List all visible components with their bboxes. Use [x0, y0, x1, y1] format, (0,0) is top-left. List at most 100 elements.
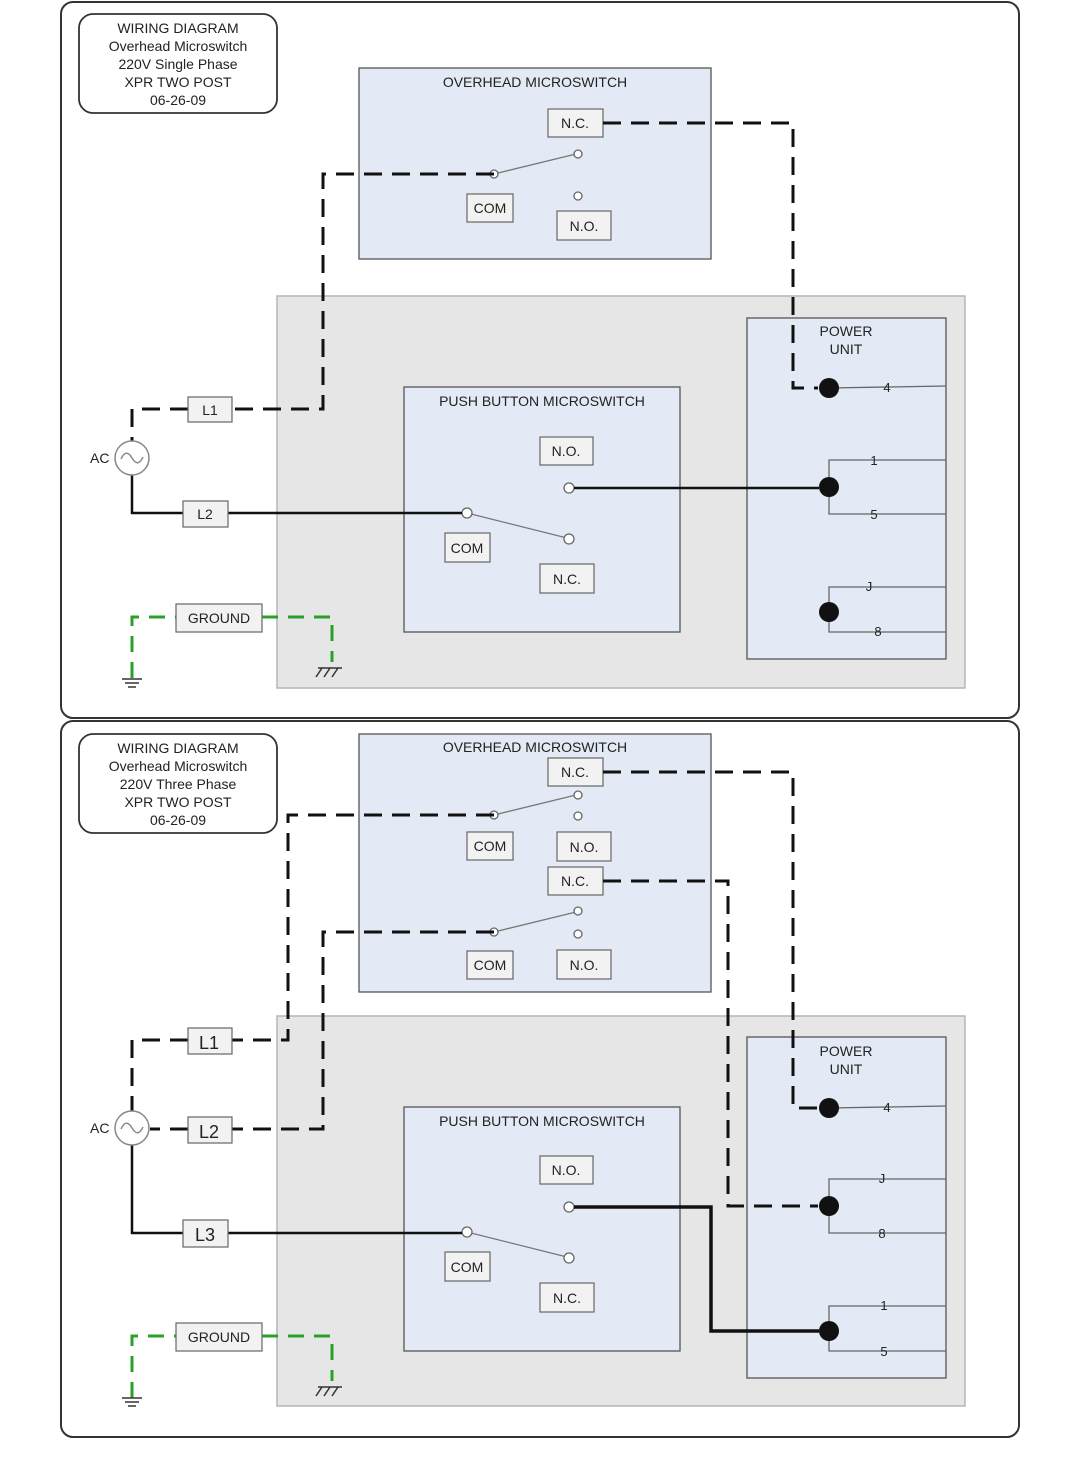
- chassis-ground-icon: [315, 667, 342, 678]
- ground-tag: [175, 1322, 263, 1352]
- sw2-no-tag: [556, 949, 612, 980]
- title-line: WIRING DIAGRAM: [117, 20, 238, 36]
- title-line: 06-26-09: [150, 812, 206, 828]
- l3-tag: [182, 1219, 229, 1248]
- terminal-dot: [819, 477, 839, 497]
- sw1-no-label: N.O.: [570, 839, 599, 855]
- pb-com-tag: [444, 532, 491, 563]
- l1-label: L1: [202, 402, 218, 418]
- title-block: WIRING DIAGRAM Overhead Microswitch 220V…: [78, 13, 278, 114]
- pb-no-contact: [563, 1201, 575, 1213]
- pb-com-contact: [461, 507, 473, 519]
- terminal-label-8: 8: [874, 624, 881, 639]
- power-unit-title: POWER: [820, 1043, 873, 1059]
- l1-tag: [187, 396, 233, 423]
- title-line: 220V Single Phase: [118, 56, 237, 72]
- pb-no-label: N.O.: [552, 1162, 581, 1178]
- wire-l1-com: [232, 172, 494, 411]
- switch-lever: [493, 153, 577, 175]
- pb-lever: [466, 1231, 568, 1258]
- terminal-label-j: J: [866, 579, 873, 594]
- sine-icon: [120, 1122, 144, 1134]
- sw1-nc-label: N.C.: [561, 764, 589, 780]
- overhead-microswitch: OVERHEAD MICROSWITCH N.C. COM N.O. N.C. …: [358, 733, 712, 993]
- overhead-switch-title: OVERHEAD MICROSWITCH: [443, 74, 627, 90]
- l2-tag: [182, 500, 229, 528]
- com-label: COM: [474, 200, 507, 216]
- wire-nc-terminal-4: [603, 121, 818, 390]
- sw2-no-label: N.O.: [570, 957, 599, 973]
- title-line: 06-26-09: [150, 92, 206, 108]
- no-contact: [573, 191, 583, 201]
- pb-nc-label: N.C.: [553, 1290, 581, 1306]
- earth-ground-icon: [122, 678, 142, 688]
- pb-com-label: COM: [451, 540, 484, 556]
- nc-contact: [573, 149, 583, 159]
- terminal-dot: [819, 1196, 839, 1216]
- title-line: WIRING DIAGRAM: [117, 740, 238, 756]
- terminal-dot: [819, 1321, 839, 1341]
- sw1-nc-contact: [573, 790, 583, 800]
- power-unit-title: POWER: [820, 323, 873, 339]
- terminal-dot: [819, 602, 839, 622]
- overhead-switch-box: [358, 733, 712, 993]
- no-tag: [556, 210, 612, 241]
- com-tag: [466, 193, 514, 223]
- terminal-label-5: 5: [880, 1344, 887, 1359]
- diagram-three-phase: OVERHEAD MICROSWITCH N.C. COM N.O. N.C. …: [60, 720, 1020, 1438]
- wire-sw2-nc-terminal-j: [603, 879, 818, 1208]
- wire-l2-source: [130, 475, 183, 515]
- pb-nc-contact: [563, 533, 575, 545]
- wire-sw1-nc-terminal-4: [603, 770, 818, 1110]
- pb-no-tag: [539, 436, 594, 466]
- wire-l2-sw2-com: [232, 930, 494, 1131]
- pb-nc-tag: [539, 1282, 595, 1313]
- sw1-com-label: COM: [474, 838, 507, 854]
- wire-l1-source: [130, 1038, 188, 1112]
- pb-nc-label: N.C.: [553, 571, 581, 587]
- pb-com-contact: [461, 1226, 473, 1238]
- pb-no-contact: [563, 482, 575, 494]
- sine-icon: [120, 452, 144, 464]
- terminal-label-8: 8: [878, 1226, 885, 1241]
- wire-l1-sw1-com: [232, 813, 494, 1042]
- ground-label: GROUND: [188, 1329, 250, 1345]
- sw2-lever: [493, 911, 577, 933]
- ac-source: AC: [90, 1110, 150, 1146]
- sw2-nc-label: N.C.: [561, 873, 589, 889]
- l2-tag: [187, 1116, 233, 1144]
- title-box: [78, 13, 278, 114]
- pb-no-label: N.O.: [552, 443, 581, 459]
- push-button-title: PUSH BUTTON MICROSWITCH: [439, 1113, 645, 1129]
- sw2-no-contact: [573, 929, 583, 939]
- ac-label: AC: [90, 450, 109, 466]
- sw1-com-tag: [466, 831, 514, 861]
- power-unit: POWER UNIT 4 J 8 1 5: [746, 1036, 947, 1379]
- sw1-lever: [493, 794, 577, 816]
- sw2-nc-tag: [547, 866, 604, 896]
- sw1-no-tag: [556, 831, 612, 862]
- terminal-label-1: 1: [870, 453, 877, 468]
- sw1-nc-tag: [547, 757, 604, 787]
- sw2-nc-contact: [573, 906, 583, 916]
- sw1-no-contact: [573, 811, 583, 821]
- power-unit-title: UNIT: [830, 341, 863, 357]
- l3-label: L3: [195, 1225, 215, 1245]
- ac-label: AC: [90, 1120, 109, 1136]
- wire-no-terminal-1: [574, 1205, 819, 1333]
- terminal-label-4: 4: [883, 1100, 890, 1115]
- terminal-dot: [819, 378, 839, 398]
- ground-tag: [175, 603, 263, 633]
- pb-com-label: COM: [451, 1259, 484, 1275]
- push-button-microswitch: PUSH BUTTON MICROSWITCH N.O. COM N.C.: [403, 386, 681, 633]
- earth-ground-icon: [122, 1397, 142, 1407]
- title-line: Overhead Microswitch: [109, 38, 248, 54]
- terminal-label-4: 4: [883, 380, 890, 395]
- push-button-box: [403, 1106, 681, 1352]
- nc-label: N.C.: [561, 115, 589, 131]
- terminal-label-1: 1: [880, 1298, 887, 1313]
- ground-wire: [130, 1334, 176, 1398]
- title-line: Overhead Microswitch: [109, 758, 248, 774]
- push-button-title: PUSH BUTTON MICROSWITCH: [439, 393, 645, 409]
